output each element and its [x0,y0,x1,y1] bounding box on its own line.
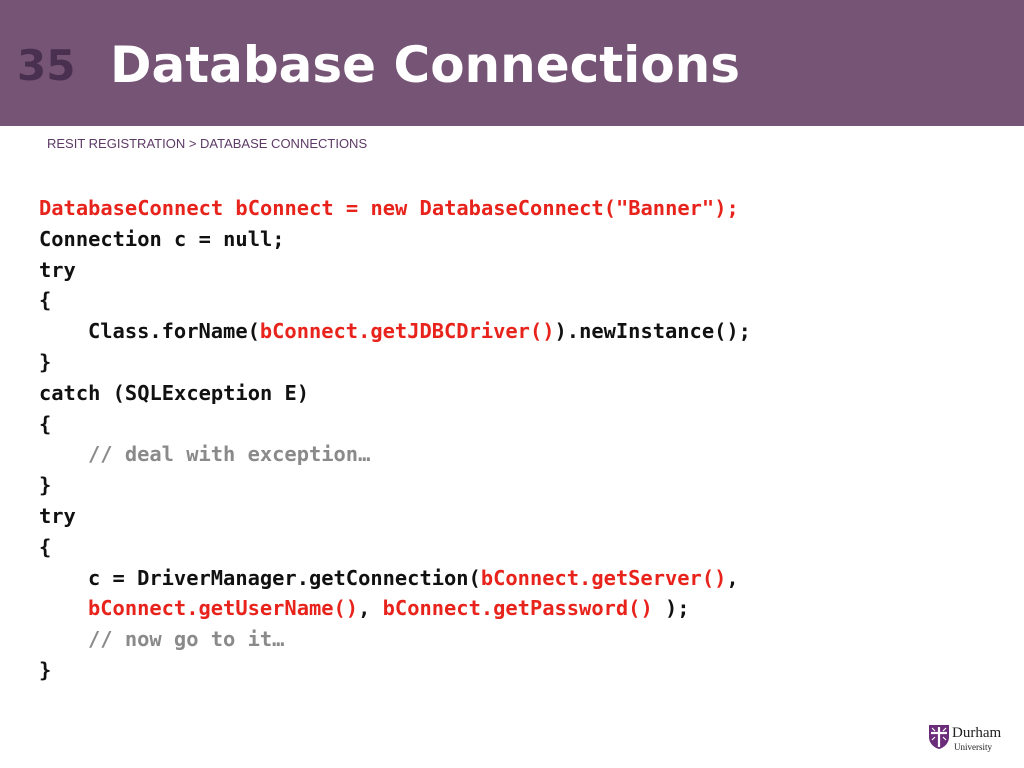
code-line: { [39,534,52,559]
code-token: ); [652,596,690,621]
durham-university-logo: Durham University [928,722,1018,762]
title-bar: 35 Database Connections [0,0,1024,126]
code-token-highlight: bConnect.getPassword() [382,596,653,621]
code-token-highlight: bConnect.getJDBCDriver() [259,319,555,344]
code-token: , [358,596,383,621]
code-line: DatabaseConnect bConnect = new DatabaseC… [39,196,739,220]
code-token: c = DriverManager.getConnection( [88,565,481,590]
code-token: , [726,565,739,590]
code-line: try [39,503,76,528]
code-line: Class.forName(bConnect.getJDBCDriver()).… [39,316,999,347]
code-token: Class.forName( [88,319,260,344]
code-token: ).newInstance(); [554,319,751,344]
code-comment: // now go to it… [88,627,285,652]
code-line: { [39,411,52,436]
logo-subtitle: University [954,742,992,752]
code-line: } [39,657,52,682]
code-line: catch (SQLException E) [39,380,310,405]
code-line: c = DriverManager.getConnection(bConnect… [39,563,999,594]
code-line: try [39,257,76,282]
code-line: bConnect.getUserName(), bConnect.getPass… [39,593,999,624]
code-line: Connection c = null; [39,226,285,251]
code-comment: // deal with exception… [88,442,371,467]
slide-title: Database Connections [110,36,741,94]
code-token-highlight: bConnect.getUserName() [88,596,359,621]
breadcrumb: RESIT REGISTRATION > DATABASE CONNECTION… [47,136,368,151]
slide-number: 35 [17,41,76,90]
code-line: } [39,349,52,374]
code-block: DatabaseConnect bConnect = new DatabaseC… [39,193,999,686]
code-line: } [39,473,52,498]
logo-wordmark: Durham [952,725,1002,741]
code-token-highlight: bConnect.getServer() [480,565,727,590]
durham-shield-icon [929,725,949,749]
code-line: { [39,288,52,313]
